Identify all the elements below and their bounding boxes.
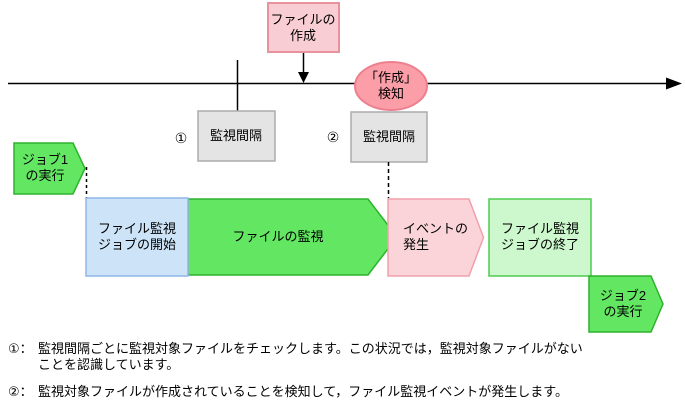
note-2-marker: ②： [8,384,33,399]
note-2-text: 監視対象ファイルが作成されていることを検知して，ファイル監視イベントが発生します… [38,384,569,399]
interval-1-number: ① [174,130,188,146]
file-creation-label: ファイルの 作成 [270,12,336,43]
creation-detect-ellipse [354,61,428,111]
job1-label: ジョブ1 の実行 [21,152,69,183]
file-creation-arrowhead-icon [298,72,309,83]
note-1-marker: ①： [8,341,33,356]
job-start-box [85,197,189,277]
job2-label: ジョブ2 の実行 [599,288,647,319]
interval-2-box [350,111,428,163]
job-end-label: ファイル監視 ジョブの終了 [500,221,580,252]
job1-chevron [13,142,86,195]
interval-2-label: 監視間隔 [362,129,416,144]
job-start-label: ファイル監視 ジョブの開始 [97,221,177,252]
event-label: イベントの 発生 [403,221,469,252]
job2-chevron [588,275,664,333]
interval-1-label: 監視間隔 [209,128,263,143]
interval-1-box [197,110,276,162]
file-monitoring-label: ファイルの監視 [232,229,324,244]
creation-detect-label: 「作成」 検知 [364,70,418,101]
note-1-text: 監視間隔ごとに監視対象ファイルをチェックします。この状況では，監視対象ファイルが… [38,341,583,372]
note-1: ①： 監視間隔ごとに監視対象ファイルをチェックします。この状況では，監視対象ファ… [8,341,583,373]
note-2: ②： 監視対象ファイルが作成されていることを検知して，ファイル監視イベントが発生… [8,384,568,400]
job-end-box [488,198,592,277]
timeline-arrowhead-icon [666,77,682,90]
file-creation-box [267,2,340,53]
event-shape [387,198,485,277]
interval-2-number: ② [326,129,340,145]
